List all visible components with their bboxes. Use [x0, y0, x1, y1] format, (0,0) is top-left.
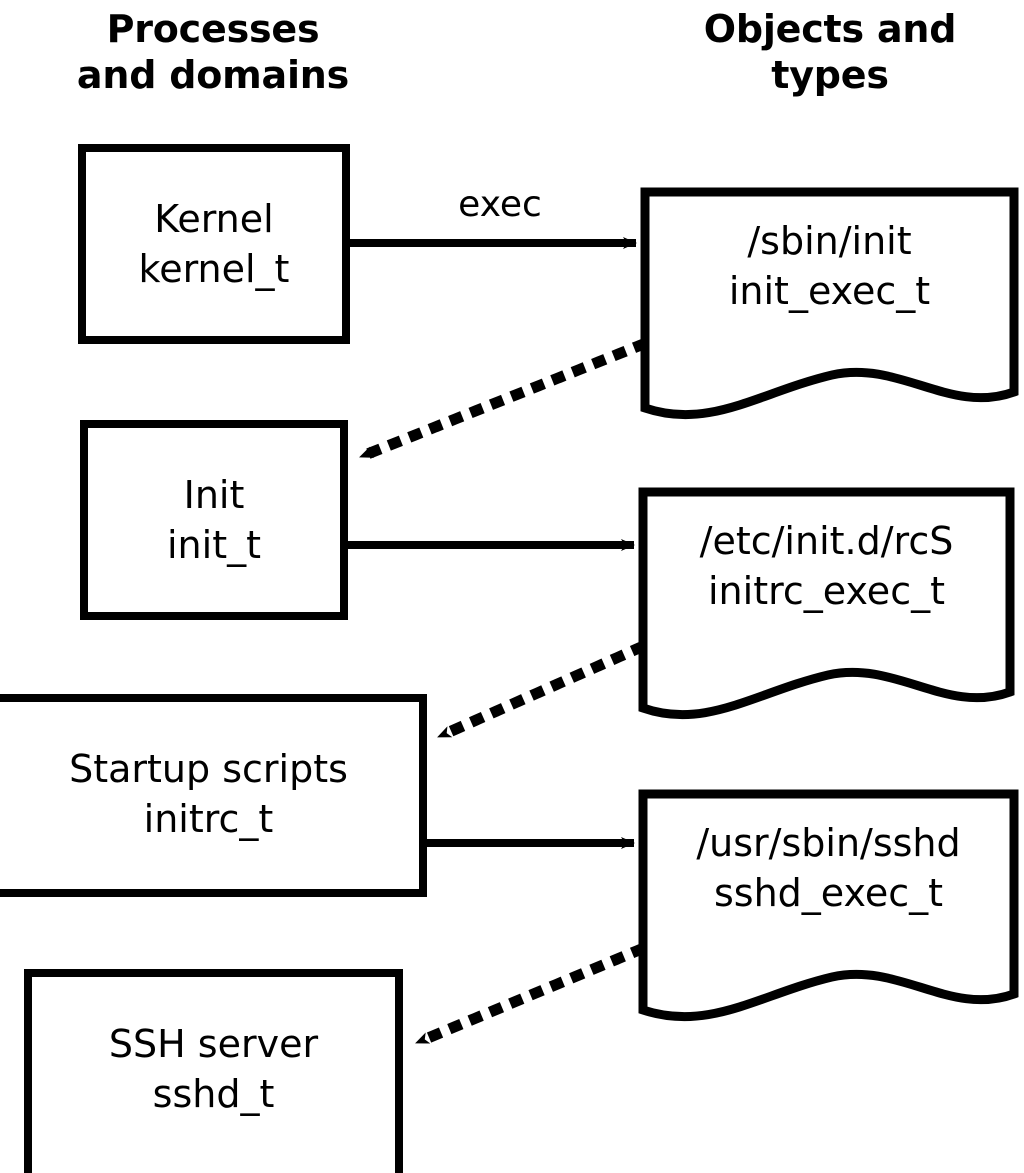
edge-transition-initrc-exec-to-initrc: [430, 640, 647, 745]
object-label-init-exec: /sbin/init init_exec_t: [728, 219, 931, 313]
edge-transition-init-exec-to-init: [352, 337, 649, 465]
edge-transition-sshd-exec-to-sshd: [408, 942, 647, 1051]
domain-box-initrc[interactable]: [0, 694, 427, 897]
domain-box-init[interactable]: [80, 420, 348, 620]
object-shape-initrc-exec[interactable]: [638, 487, 1015, 720]
domain-label-init: Init init_t: [167, 473, 261, 567]
domain-label-initrc: Startup scripts initrc_t: [69, 747, 348, 841]
domain-box-sshd[interactable]: [24, 969, 403, 1173]
object-shape-sshd-exec[interactable]: [638, 789, 1019, 1022]
object-shape-init-exec[interactable]: [640, 187, 1019, 420]
domain-box-kernel[interactable]: [78, 144, 350, 344]
object-label-initrc-exec: /etc/init.d/rcS initrc_exec_t: [699, 519, 954, 613]
domain-label-kernel: Kernel kernel_t: [138, 197, 290, 291]
column-header-objects: Objects and types: [703, 7, 957, 97]
column-header-processes: Processes and domains: [76, 7, 350, 97]
object-label-sshd-exec: /usr/sbin/sshd sshd_exec_t: [696, 821, 961, 915]
domain-label-sshd: SSH server sshd_t: [108, 1022, 319, 1116]
edge-label-exec: exec: [458, 184, 542, 225]
